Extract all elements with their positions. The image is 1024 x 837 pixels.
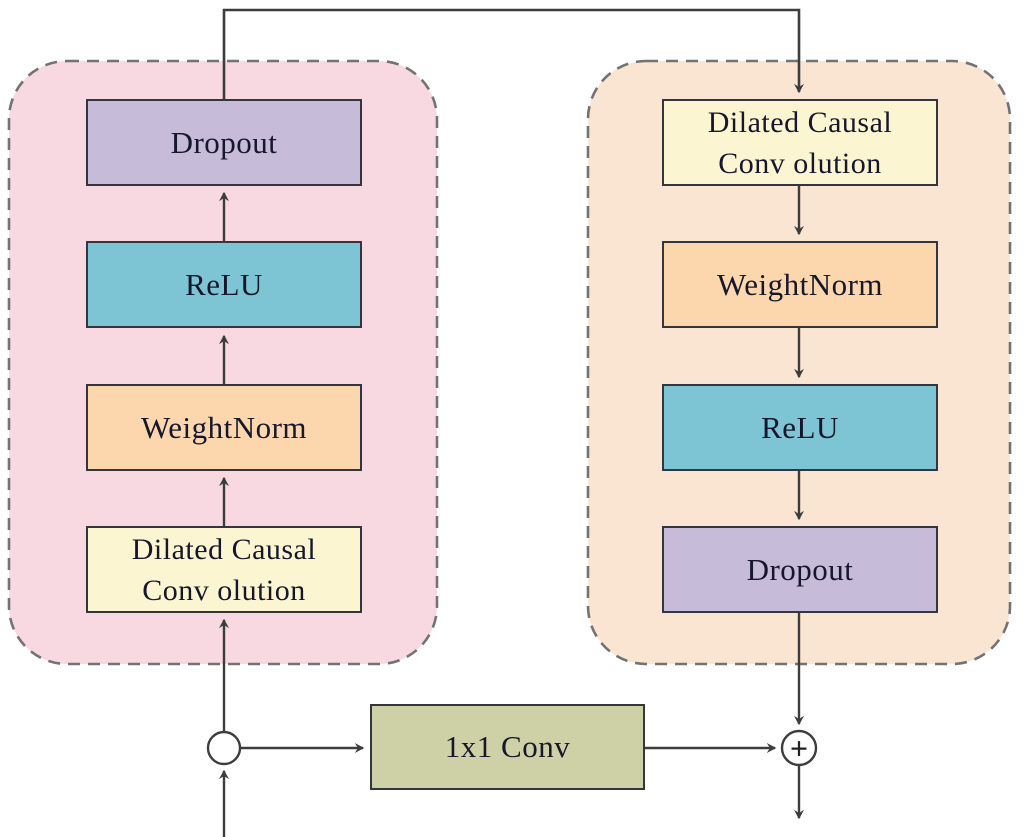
right-dilated-conv-block: Dilated Causal Conv olution [662, 99, 938, 186]
right-relu-block: ReLU [662, 384, 938, 471]
right-relu-label: ReLU [761, 409, 839, 445]
left-relu-label: ReLU [185, 266, 263, 302]
top-skip-connection-line [222, 8, 804, 100]
left-relu-block: ReLU [86, 241, 362, 328]
one-by-one-conv-block: 1x1 Conv [370, 704, 645, 790]
left-dropout-block: Dropout [86, 99, 362, 186]
right-weightnorm-block: WeightNorm [662, 241, 938, 328]
right-dilated-conv-label-line1: Dilated Causal [707, 105, 893, 139]
left-weightnorm-label: WeightNorm [140, 409, 308, 445]
right-dilated-conv-label-line2: Conv olution [718, 146, 882, 180]
left-dilated-conv-block: Dilated Causal Conv olution [86, 526, 362, 613]
left-dilated-conv-label-line1: Dilated Causal [131, 532, 317, 566]
right-weightnorm-label: WeightNorm [716, 266, 884, 302]
left-dilated-conv-label-line2: Conv olution [142, 573, 306, 607]
split-node-circle [206, 730, 242, 766]
merge-plus-label: + [790, 730, 808, 766]
right-dropout-label: Dropout [746, 551, 854, 587]
left-dropout-label: Dropout [170, 124, 278, 160]
merge-node-circle [780, 729, 818, 767]
left-weightnorm-block: WeightNorm [86, 384, 362, 471]
one-by-one-conv-label: 1x1 Conv [444, 729, 571, 764]
right-dropout-block: Dropout [662, 526, 938, 613]
